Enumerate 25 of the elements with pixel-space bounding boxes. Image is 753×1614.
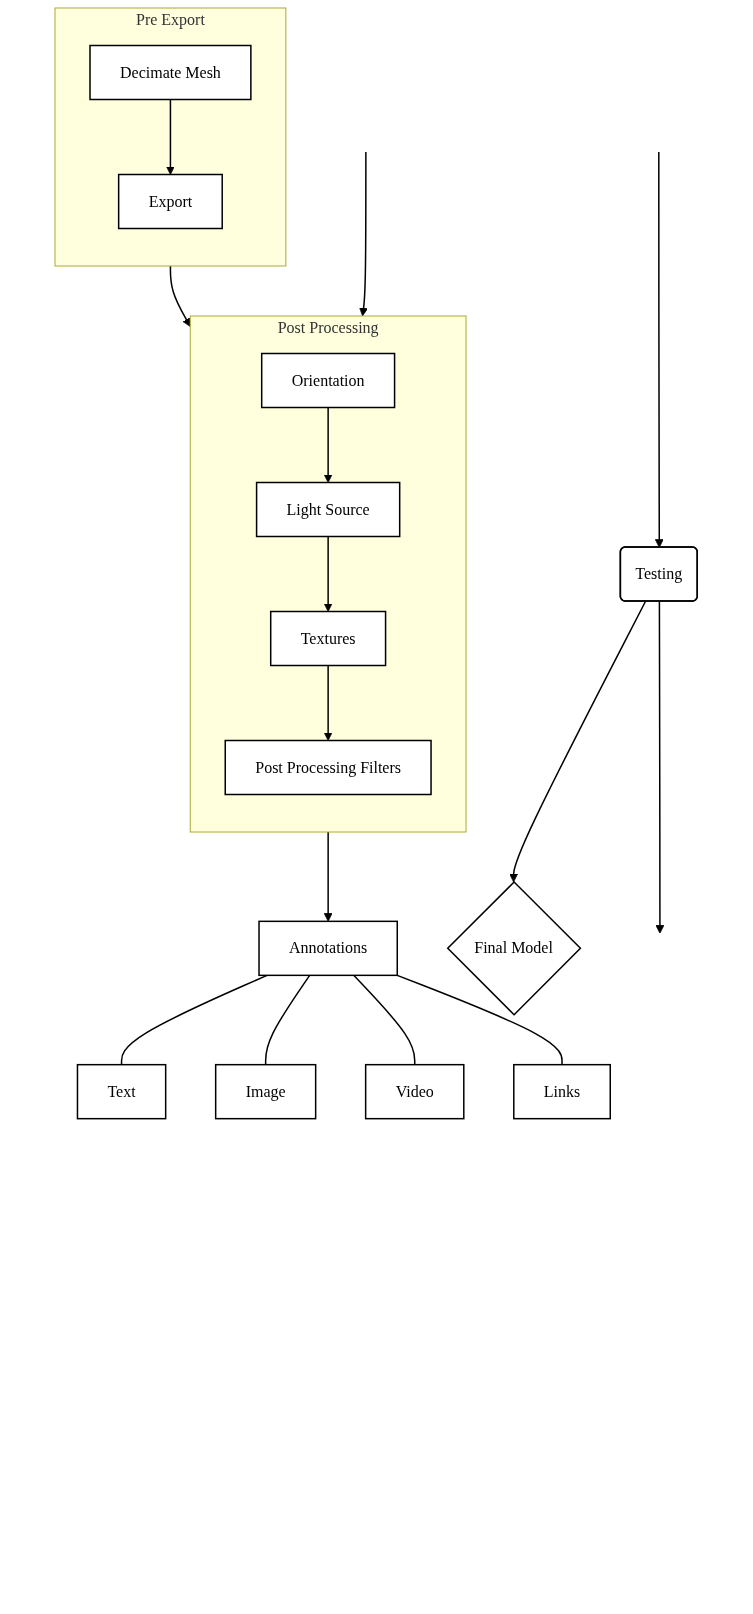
arrow — [170, 265, 191, 327]
node-box: Image — [215, 1063, 317, 1120]
node-box: Orientation — [261, 352, 396, 409]
arrow — [324, 406, 333, 483]
node-box: Export — [118, 173, 224, 230]
arrow — [324, 664, 333, 741]
connector — [265, 974, 311, 1066]
node-box: Text — [77, 1063, 167, 1120]
arrow — [359, 151, 369, 317]
connector — [396, 974, 564, 1066]
arrow — [324, 831, 333, 922]
node-box: Textures — [270, 610, 387, 667]
arrow — [655, 151, 665, 548]
connector — [353, 974, 416, 1066]
node-box: Video — [365, 1063, 465, 1120]
arrow — [166, 98, 176, 175]
node-diamond: Final Model — [447, 880, 582, 1016]
arrow — [509, 600, 647, 883]
arrow — [655, 600, 665, 934]
node-box: Annotations — [258, 920, 399, 977]
node-box: Post Processing Filters — [224, 739, 433, 796]
node-box: Decimate Mesh — [89, 44, 252, 101]
arrow — [324, 535, 333, 612]
node-box: Light Source — [256, 481, 401, 538]
node-box: Links — [513, 1063, 612, 1120]
